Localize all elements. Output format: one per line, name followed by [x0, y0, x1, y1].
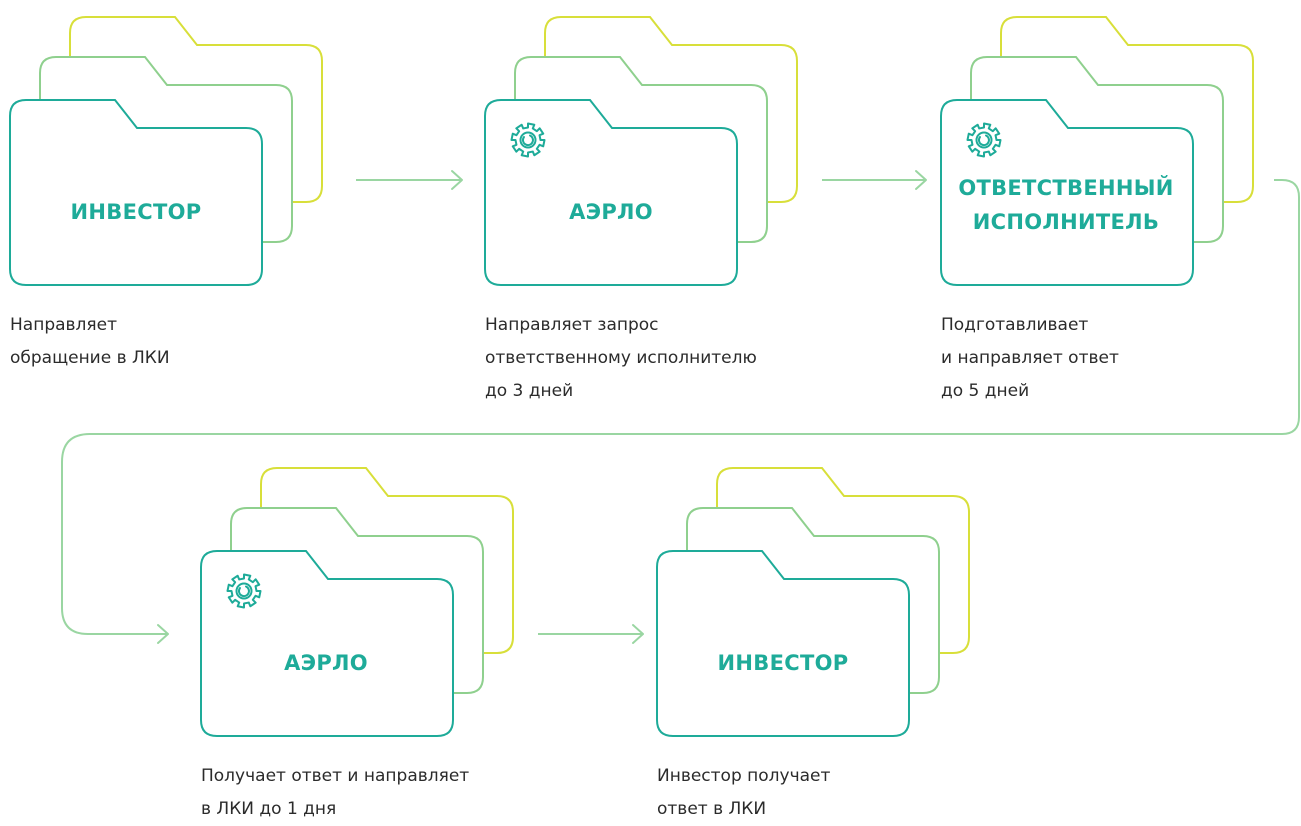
node-2-caption-line-1: Направляет запрос [485, 315, 659, 335]
node-4-title: АЭРЛО [200, 646, 452, 680]
node-3-title-line-1: ОТВЕТСТВЕННЫЙ [958, 176, 1174, 200]
node-1-folder-front [9, 99, 263, 286]
node-1-caption: Направляет обращение в ЛКИ [10, 309, 170, 375]
node-5-caption-line-1: Инвестор получает [657, 766, 831, 786]
node-1-caption-line-2: обращение в ЛКИ [10, 348, 170, 368]
gear-core-arc [237, 585, 250, 598]
node-4-caption: Получает ответ и направляет в ЛКИ до 1 д… [201, 760, 469, 826]
node-4-folder-front [200, 550, 454, 737]
node-3-caption-line-3: до 5 дней [941, 381, 1030, 401]
node-4-folder-stack [200, 467, 514, 737]
node-2-title-line-1: АЭРЛО [569, 200, 653, 224]
node-4-gear-icon [226, 573, 262, 609]
node-3-caption-line-2: и направляет ответ [941, 348, 1119, 368]
gear-outline [510, 122, 546, 158]
node-2-folder-front [484, 99, 738, 286]
node-5-caption-line-2: ответ в ЛКИ [657, 799, 767, 819]
gear-inner-ring [235, 582, 253, 600]
node-5-caption: Инвестор получает ответ в ЛКИ [657, 760, 830, 826]
arrow-2-to-3-head [915, 170, 927, 190]
node-1-folder-stack [9, 16, 323, 286]
node-3-caption-line-1: Подготавливает [941, 315, 1089, 335]
arrow-3-to-4-head [157, 624, 169, 644]
node-2-caption: Направляет запрос ответственному исполни… [485, 309, 757, 408]
gear-outline [966, 122, 1002, 158]
gear-inner-ring [975, 131, 993, 149]
gear-core-arc [977, 134, 990, 147]
node-2-folder-stack [484, 16, 798, 286]
node-2-title: АЭРЛО [485, 195, 737, 229]
node-2-caption-line-3: до 3 дней [485, 381, 574, 401]
node-3-folder-front [940, 99, 1194, 286]
node-4-caption-line-2: в ЛКИ до 1 дня [201, 799, 337, 819]
node-5-folder-front [656, 550, 910, 737]
node-3-folder-stack [940, 16, 1254, 286]
node-5-title: ИНВЕСТОР [657, 646, 909, 680]
node-3-caption: Подготавливает и направляет ответ до 5 д… [941, 309, 1119, 408]
node-4-caption-line-1: Получает ответ и направляет [201, 766, 470, 786]
node-3-title: ОТВЕТСТВЕННЫЙ ИСПОЛНИТЕЛЬ [940, 171, 1192, 239]
node-1-caption-line-1: Направляет [10, 315, 117, 335]
node-1-title-line-1: ИНВЕСТОР [70, 200, 202, 224]
node-2-gear-icon [510, 122, 546, 158]
gear-inner-ring [519, 131, 537, 149]
arrow-3-to-4-connector [61, 179, 1300, 635]
node-2-caption-line-2: ответственному исполнителю [485, 348, 757, 368]
gear-core-arc [521, 134, 534, 147]
node-3-title-line-2: ИСПОЛНИТЕЛЬ [972, 210, 1160, 234]
node-4-title-line-1: АЭРЛО [284, 651, 368, 675]
node-3-gear-icon [966, 122, 1002, 158]
node-1-title: ИНВЕСТОР [10, 195, 262, 229]
arrow-4-to-5-head [632, 624, 644, 644]
arrow-1-to-2-head [451, 170, 463, 190]
gear-outline [226, 573, 262, 609]
node-5-folder-stack [656, 467, 970, 737]
node-5-title-line-1: ИНВЕСТОР [717, 651, 849, 675]
